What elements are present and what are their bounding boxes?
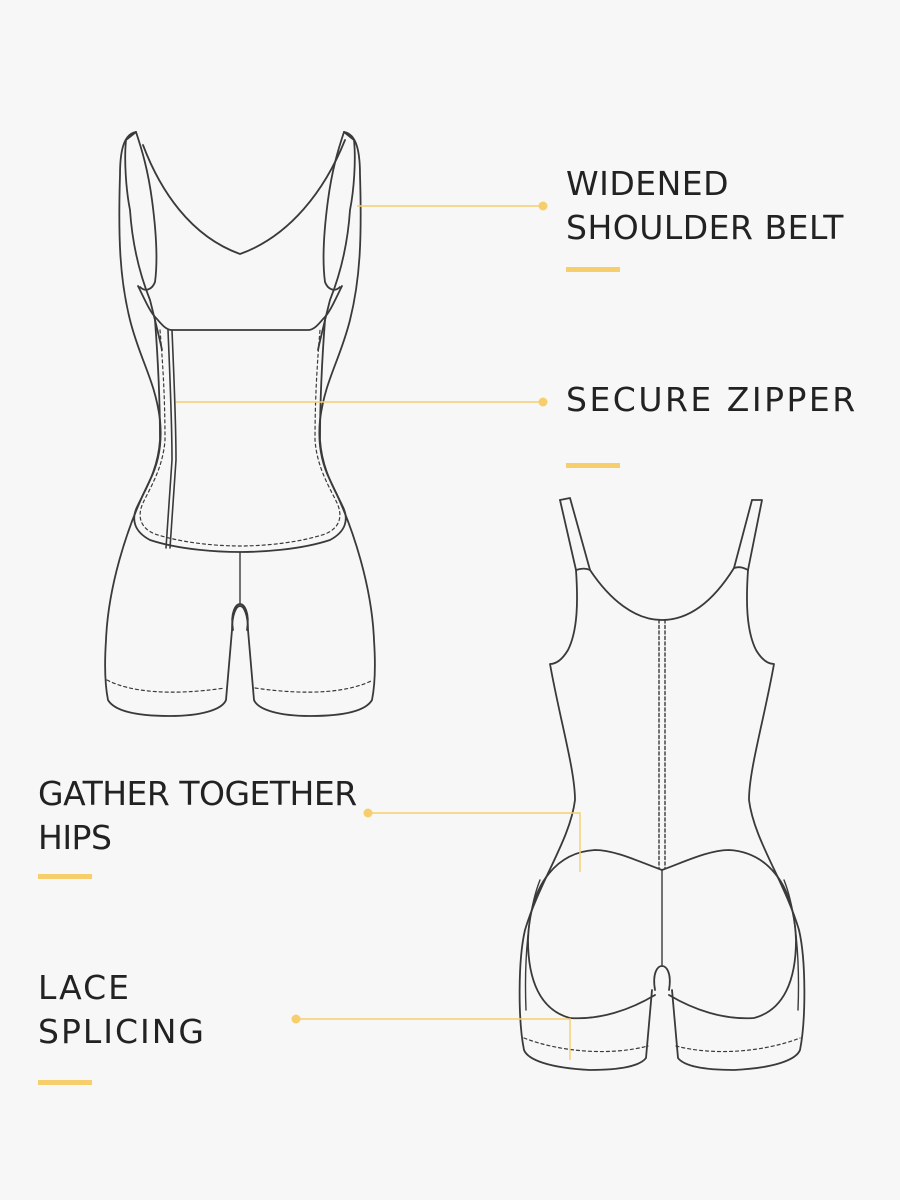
dot-icon bbox=[291, 1014, 301, 1024]
dot-icon bbox=[363, 808, 373, 818]
accent-underline bbox=[38, 874, 92, 879]
feature-label-lace-splicing: LACE SPLICING bbox=[38, 966, 206, 1054]
accent-underline bbox=[38, 1080, 92, 1085]
feature-label-line: SECURE ZIPPER bbox=[566, 380, 858, 419]
feature-label-gather-together-hips: GATHER TOGETHER HIPS bbox=[38, 772, 357, 860]
feature-label-line: WIDENED bbox=[566, 164, 730, 203]
feature-label-line: HIPS bbox=[38, 818, 112, 857]
feature-label-line: SPLICING bbox=[38, 1012, 206, 1051]
callout-connectors bbox=[176, 205, 581, 1060]
connector-lace bbox=[296, 1018, 571, 1060]
accent-underline bbox=[566, 267, 620, 272]
feature-label-line: GATHER TOGETHER bbox=[38, 774, 357, 813]
feature-label-line: LACE bbox=[38, 968, 132, 1007]
bodysuit-front-icon bbox=[104, 131, 376, 717]
dot-icon bbox=[538, 201, 548, 211]
feature-label-widened-shoulder-belt: WIDENED SHOULDER BELT bbox=[566, 162, 844, 250]
accent-underline bbox=[566, 463, 620, 468]
feature-label-secure-zipper: SECURE ZIPPER bbox=[566, 378, 858, 422]
bodysuit-back-icon bbox=[518, 497, 806, 1071]
dot-icon bbox=[538, 397, 548, 407]
feature-label-line: SHOULDER BELT bbox=[566, 208, 844, 247]
connector-hips bbox=[368, 812, 581, 872]
callout-dots bbox=[291, 201, 548, 1024]
